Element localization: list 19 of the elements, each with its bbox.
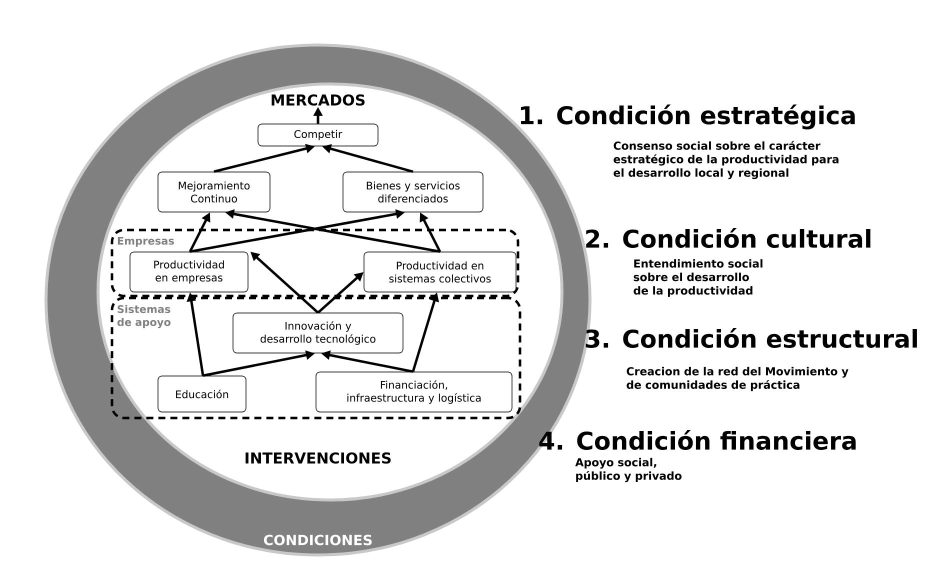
condition-description: Apoyo social, público y privado: [575, 458, 682, 482]
process-box: Productividad en sistemas colectivos: [364, 252, 516, 292]
process-box: Productividad en empresas: [130, 252, 248, 292]
condition-title: 4. Condición financiera: [539, 430, 856, 450]
process-box: Mejoramiento Continuo: [158, 172, 270, 212]
condition-title: 1. Condición estratégica: [520, 104, 855, 130]
condition-title: 2. Condición cultural: [586, 228, 870, 248]
section-heading: INTERVENCIONES: [246, 452, 391, 464]
process-box: Innovación y desarrollo tecnológico: [232, 312, 404, 354]
condition-title: 3. Condición estructural: [586, 328, 917, 348]
process-box: Educación: [158, 376, 246, 412]
condition-description: Entendimiento social sobre el desarrollo de la productividad: [634, 259, 762, 297]
condition-description: Creacion de la red del Movimiento y de comunidades de práctica: [626, 366, 848, 392]
heading-text: MERCADOS: [272, 94, 365, 106]
process-box: Bienes y servicios diferenciados: [342, 172, 484, 212]
process-box: Financiación, infraestructura y logística: [316, 372, 512, 412]
condition-description: Consenso social sobre el carácter estratégico de la productividad para el desarrollo local y regional: [614, 140, 838, 180]
ring-label: CONDICIONES: [264, 534, 372, 546]
process-box: Competir: [258, 124, 378, 146]
